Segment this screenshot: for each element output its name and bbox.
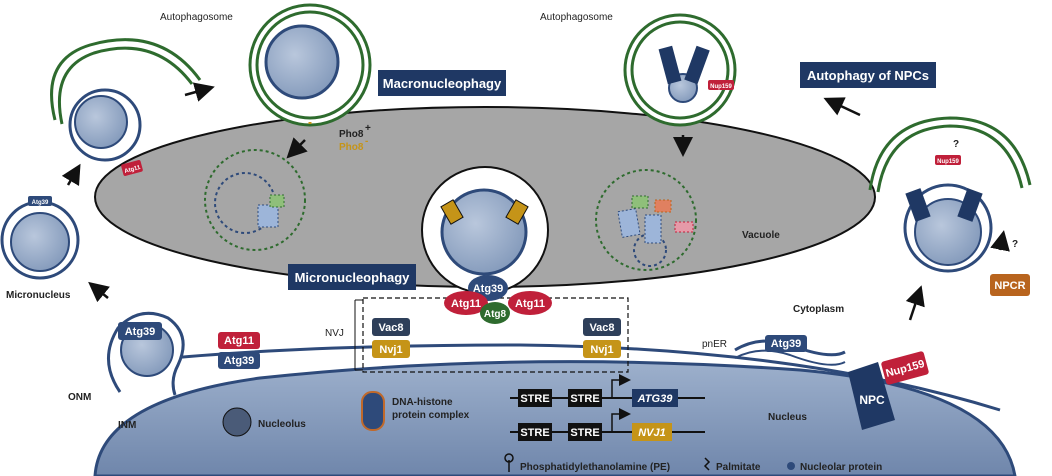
svg-text:Phosphatidylethanolamine (PE): Phosphatidylethanolamine (PE) <box>520 462 670 473</box>
svg-text:Atg39: Atg39 <box>473 283 504 295</box>
svg-text:Atg39: Atg39 <box>32 200 49 206</box>
nup159-phagophore: Nup159 <box>935 155 961 165</box>
svg-text:Atg11: Atg11 <box>124 165 142 175</box>
palmitate-icon <box>703 457 711 471</box>
nvj1-right: Nvj1 <box>583 340 621 358</box>
svg-text:Vacuole: Vacuole <box>742 230 780 241</box>
svg-text:Nucleolus: Nucleolus <box>258 419 306 430</box>
svg-text:Nucleolar protein: Nucleolar protein <box>800 462 882 473</box>
svg-text:NPCR: NPCR <box>994 280 1025 292</box>
svg-text:DNA-histone: DNA-histone <box>392 397 453 408</box>
arrow-6 <box>823 97 861 117</box>
svg-text:Atg8: Atg8 <box>484 309 507 320</box>
banner-macronucleophagy: Macronucleophagy <box>378 70 506 96</box>
svg-text:Autophagosome: Autophagosome <box>160 12 233 23</box>
atg11-bleb: Atg11 <box>121 160 143 176</box>
banner-autophagy-npcs: Autophagy of NPCs <box>800 62 936 88</box>
atg39-micronucleus: Atg39 <box>28 196 52 206</box>
nucleolar-protein-icon <box>787 462 795 470</box>
vacuolar-vesicle-right <box>595 169 697 271</box>
svg-text:Nup159: Nup159 <box>937 159 959 165</box>
svg-text:Atg39: Atg39 <box>125 326 156 338</box>
svg-text:?: ? <box>1012 239 1018 250</box>
nucleus-body <box>93 360 1017 476</box>
npc-large <box>848 362 895 430</box>
svg-text:Atg39: Atg39 <box>224 355 255 367</box>
svg-text:Vac8: Vac8 <box>378 322 403 334</box>
dna-histone-icon <box>361 391 385 431</box>
vac8-left: Vac8 <box>372 318 410 336</box>
svg-text:Nvj1: Nvj1 <box>590 344 613 356</box>
npc-large-label: NPC <box>859 393 885 407</box>
svg-text:NVJ1: NVJ1 <box>638 427 666 439</box>
arrow-8 <box>990 230 1010 252</box>
svg-text:Atg11: Atg11 <box>224 335 254 347</box>
banner-micronucleophagy: Micronucleophagy <box>288 264 416 290</box>
npcr-box: NPCR <box>990 274 1030 296</box>
svg-text:Micronucleus: Micronucleus <box>6 290 71 301</box>
arrow-2 <box>61 163 81 186</box>
arrow-3 <box>88 281 110 303</box>
svg-text:Pho8: Pho8 <box>339 142 364 153</box>
vacuolar-vesicle-left <box>204 149 306 251</box>
svg-text:STRE: STRE <box>520 427 549 439</box>
svg-text:-: - <box>365 136 368 147</box>
nvj1-small-right <box>505 199 529 225</box>
svg-text:INM: INM <box>118 420 136 431</box>
nucleolus-icon <box>222 407 252 437</box>
svg-text:STRE: STRE <box>570 393 599 405</box>
svg-text:STRE: STRE <box>570 427 599 439</box>
svg-text:Atg11: Atg11 <box>451 298 481 310</box>
svg-text:Nvj1: Nvj1 <box>379 344 402 356</box>
svg-text:STRE: STRE <box>520 393 549 405</box>
svg-text:Atg39: Atg39 <box>771 338 802 350</box>
svg-text:Nucleus: Nucleus <box>768 412 807 423</box>
atg8-center <box>480 302 510 324</box>
gene-nvj1: STRE STRE NVJ1 <box>510 408 705 441</box>
atg11-center-right <box>508 291 552 315</box>
pe-icon <box>504 453 514 472</box>
nvj1-left: Nvj1 <box>372 340 410 358</box>
phagophore-right <box>868 116 1032 191</box>
svg-text:Atg11: Atg11 <box>515 298 545 310</box>
legend: Phosphatidylethanolamine (PE) Palmitate … <box>504 453 882 473</box>
arrow-4 <box>286 137 308 159</box>
svg-text:Pho8: Pho8 <box>339 129 364 140</box>
svg-text:Palmitate: Palmitate <box>716 462 761 473</box>
svg-text:Cytoplasm: Cytoplasm <box>793 304 844 315</box>
atg11-center-left <box>444 291 488 315</box>
autophagosome-right <box>623 13 737 127</box>
svg-text:?: ? <box>953 139 959 150</box>
svg-text:pnER: pnER <box>702 339 727 350</box>
arrow-1 <box>184 82 215 102</box>
atg39-label-pill: Atg39 <box>218 352 260 369</box>
svg-text:protein complex: protein complex <box>392 410 470 421</box>
nvj1-small-left <box>440 199 464 225</box>
nup159-autophagosome: Nup159 <box>708 80 734 90</box>
svg-text:Nup159: Nup159 <box>710 84 732 90</box>
svg-text:Autophagosome: Autophagosome <box>540 12 613 23</box>
svg-text:NVJ: NVJ <box>325 328 344 339</box>
atg39-pner: Atg39 <box>765 335 807 352</box>
vac8-right: Vac8 <box>583 318 621 336</box>
svg-text:Vac8: Vac8 <box>589 322 614 334</box>
arrow-7 <box>905 285 925 321</box>
nup159-large: Nup159 <box>881 351 929 385</box>
phagophore-left <box>50 38 202 121</box>
svg-text:ONM: ONM <box>68 392 91 403</box>
atg39-onm: Atg39 <box>118 322 162 340</box>
atg11-label-pill: Atg11 <box>218 332 260 349</box>
svg-text:+: + <box>365 123 371 134</box>
svg-text:ATG39: ATG39 <box>637 393 674 405</box>
gene-atg39: STRE STRE ATG39 <box>510 374 705 407</box>
